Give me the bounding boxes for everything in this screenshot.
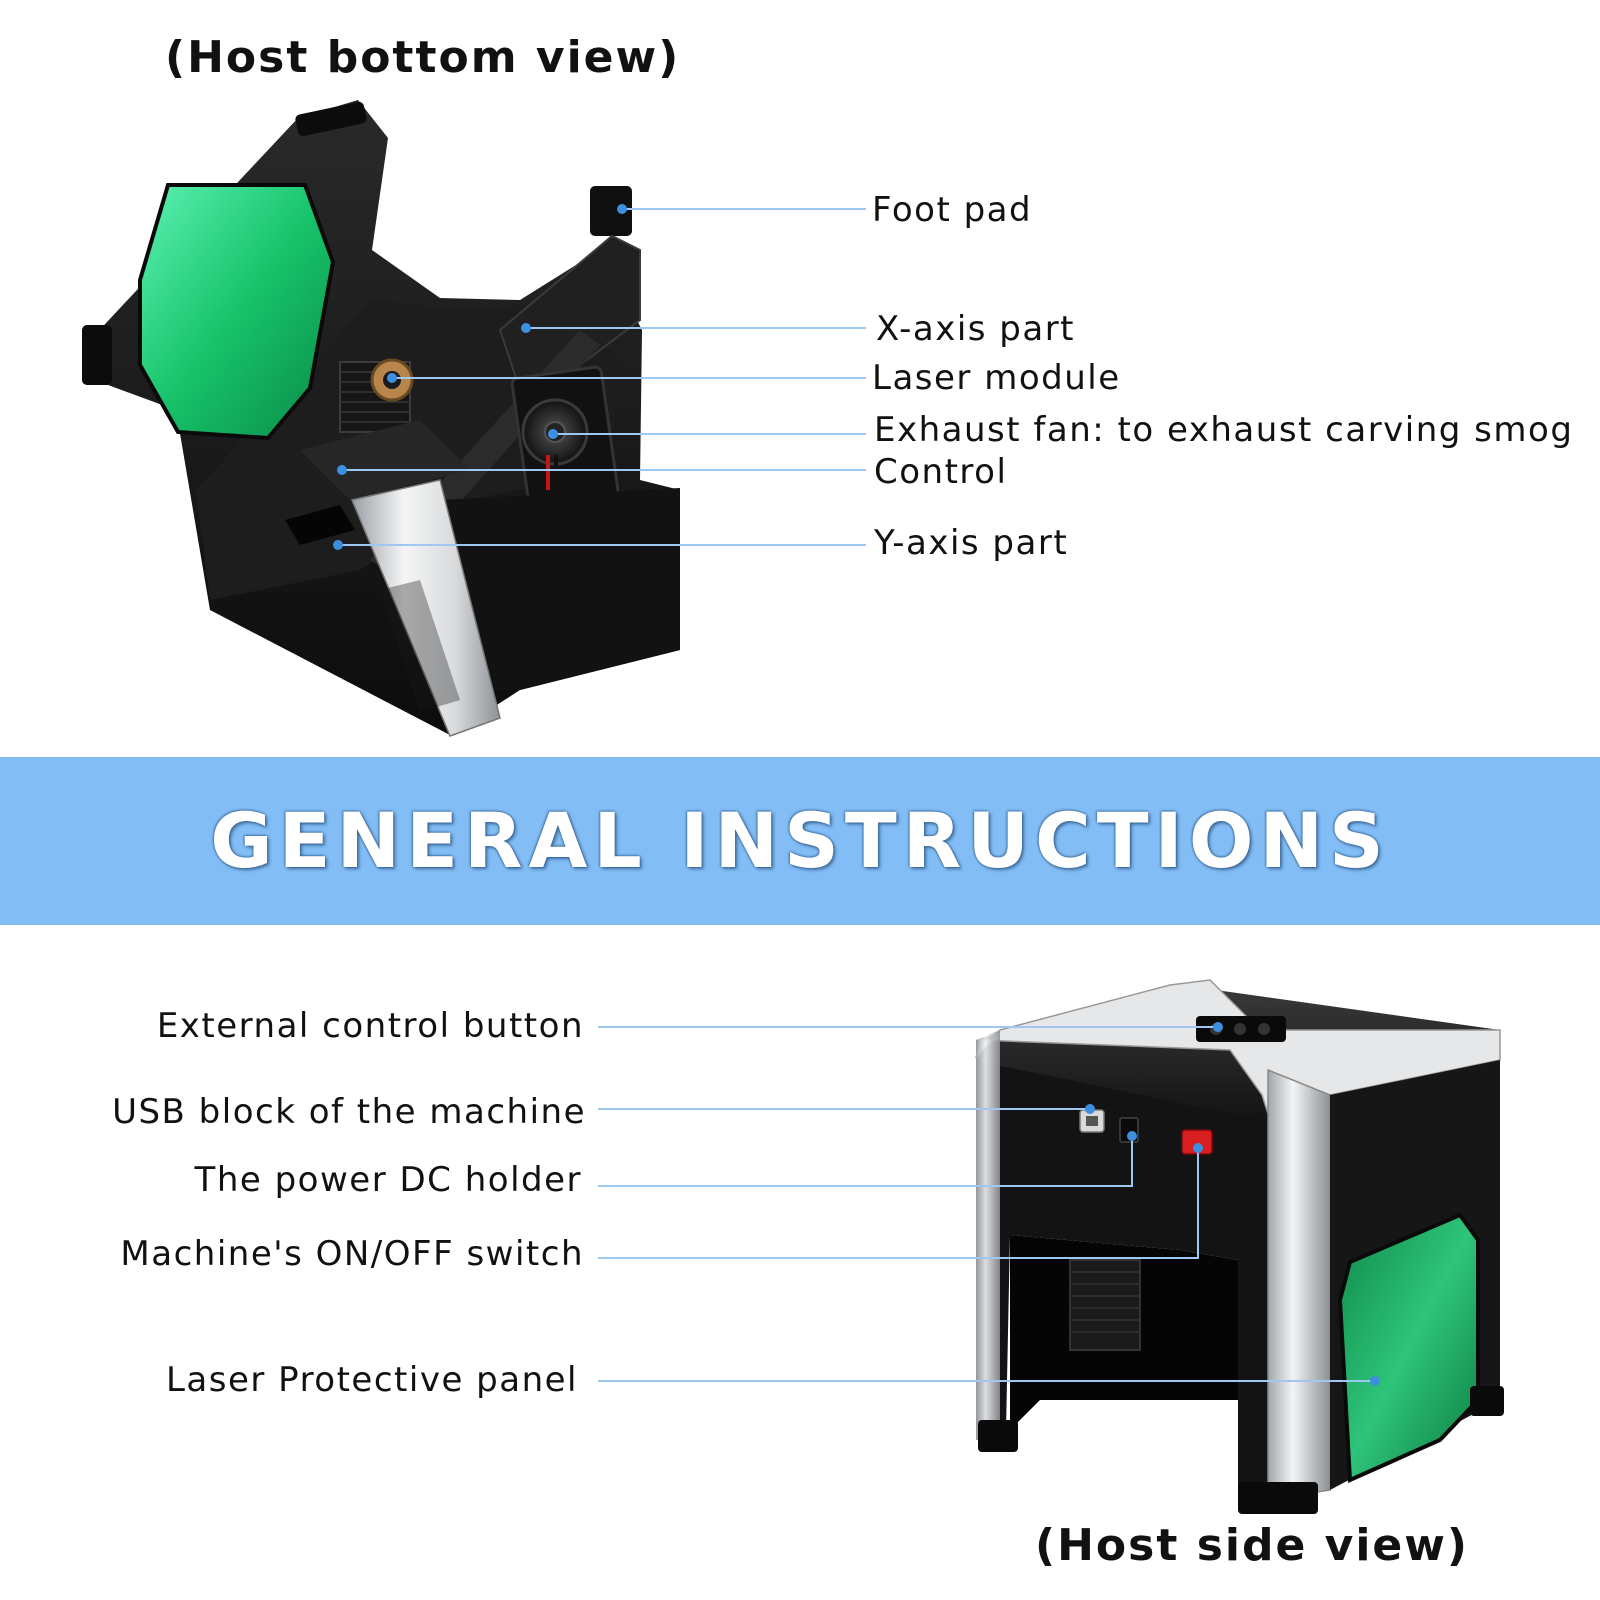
leader-dot-protective-panel [1370, 1376, 1380, 1386]
control-board [300, 420, 470, 500]
label-foot-pad: Foot pad [872, 190, 1033, 230]
leader-dot-control [337, 465, 347, 475]
label-y-axis-part: Y-axis part [874, 523, 1069, 563]
side-foot-right [1470, 1386, 1504, 1416]
side-foot-left [978, 1420, 1018, 1452]
label-protective-panel: Laser Protective panel [165, 1360, 578, 1400]
leader-dot-dc-holder [1127, 1131, 1137, 1141]
side-laser-module [1069, 1259, 1141, 1351]
protective-panel-green [138, 183, 336, 441]
side-foot-front [1238, 1482, 1318, 1514]
foot-pad-left [82, 325, 112, 385]
label-laser-module: Laser module [872, 358, 1121, 398]
label-x-axis-part: X-axis part [876, 309, 1076, 349]
host-side-view-title: (Host side view) [1035, 1520, 1469, 1571]
label-control: Control [874, 452, 1008, 492]
label-exhaust-fan: Exhaust fan: to exhaust carving smog [874, 410, 1574, 450]
foot-pad-top [295, 101, 367, 137]
leader-dot-x-axis [521, 323, 531, 333]
leader-dot-y-axis [333, 540, 343, 550]
side-protective-panel-green [1337, 1212, 1480, 1484]
general-instructions-banner: GENERAL INSTRUCTIONS [0, 757, 1600, 925]
leader-dot-foot-pad [617, 204, 627, 214]
label-power-dc-holder: The power DC holder [194, 1160, 582, 1200]
banner-title: GENERAL INSTRUCTIONS [210, 796, 1390, 885]
label-usb-block: USB block of the machine [112, 1092, 586, 1132]
side-front-face [976, 1060, 1268, 1510]
housing-right-block [440, 488, 680, 690]
side-left-silver-edge [976, 1030, 1000, 1440]
label-on-off-switch: Machine's ON/OFF switch [120, 1234, 584, 1274]
host-bottom-view-title: (Host bottom view) [165, 32, 681, 83]
leader-dot-on-off [1193, 1143, 1203, 1153]
leader-dot-external-control [1213, 1022, 1223, 1032]
leader-dot-laser-module [387, 373, 397, 383]
label-external-control-button: External control button [156, 1006, 584, 1046]
foot-pad-right [590, 186, 632, 236]
leader-dot-exhaust-fan [548, 429, 558, 439]
leader-dot-usb [1085, 1104, 1095, 1114]
y-axis-slot [285, 505, 355, 545]
